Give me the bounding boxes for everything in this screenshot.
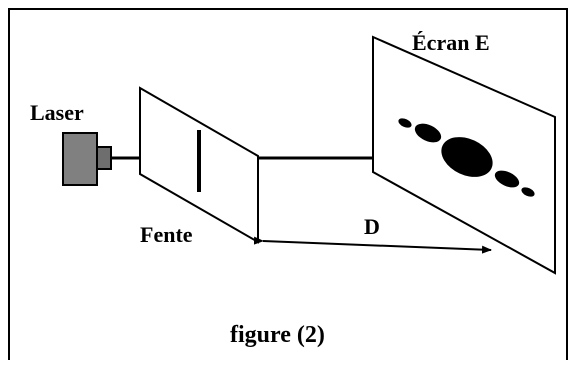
diffraction-pattern [398, 118, 535, 197]
secondary-fringe-right [494, 170, 520, 188]
slit-label: Fente [140, 222, 193, 247]
laser-nozzle [96, 146, 112, 170]
tertiary-fringe-right [521, 187, 535, 197]
laser-body [62, 132, 98, 186]
secondary-fringe-left [414, 123, 442, 143]
tertiary-fringe-left [398, 118, 412, 128]
figure-caption: figure (2) [230, 322, 325, 348]
central-fringe [441, 137, 493, 177]
figure-frame [8, 8, 568, 360]
laser-label: Laser [30, 100, 84, 125]
distance-label: D [364, 214, 380, 239]
screen-label: Écran E [412, 30, 490, 55]
distance-arrow [253, 236, 492, 254]
laser-device [62, 132, 112, 186]
